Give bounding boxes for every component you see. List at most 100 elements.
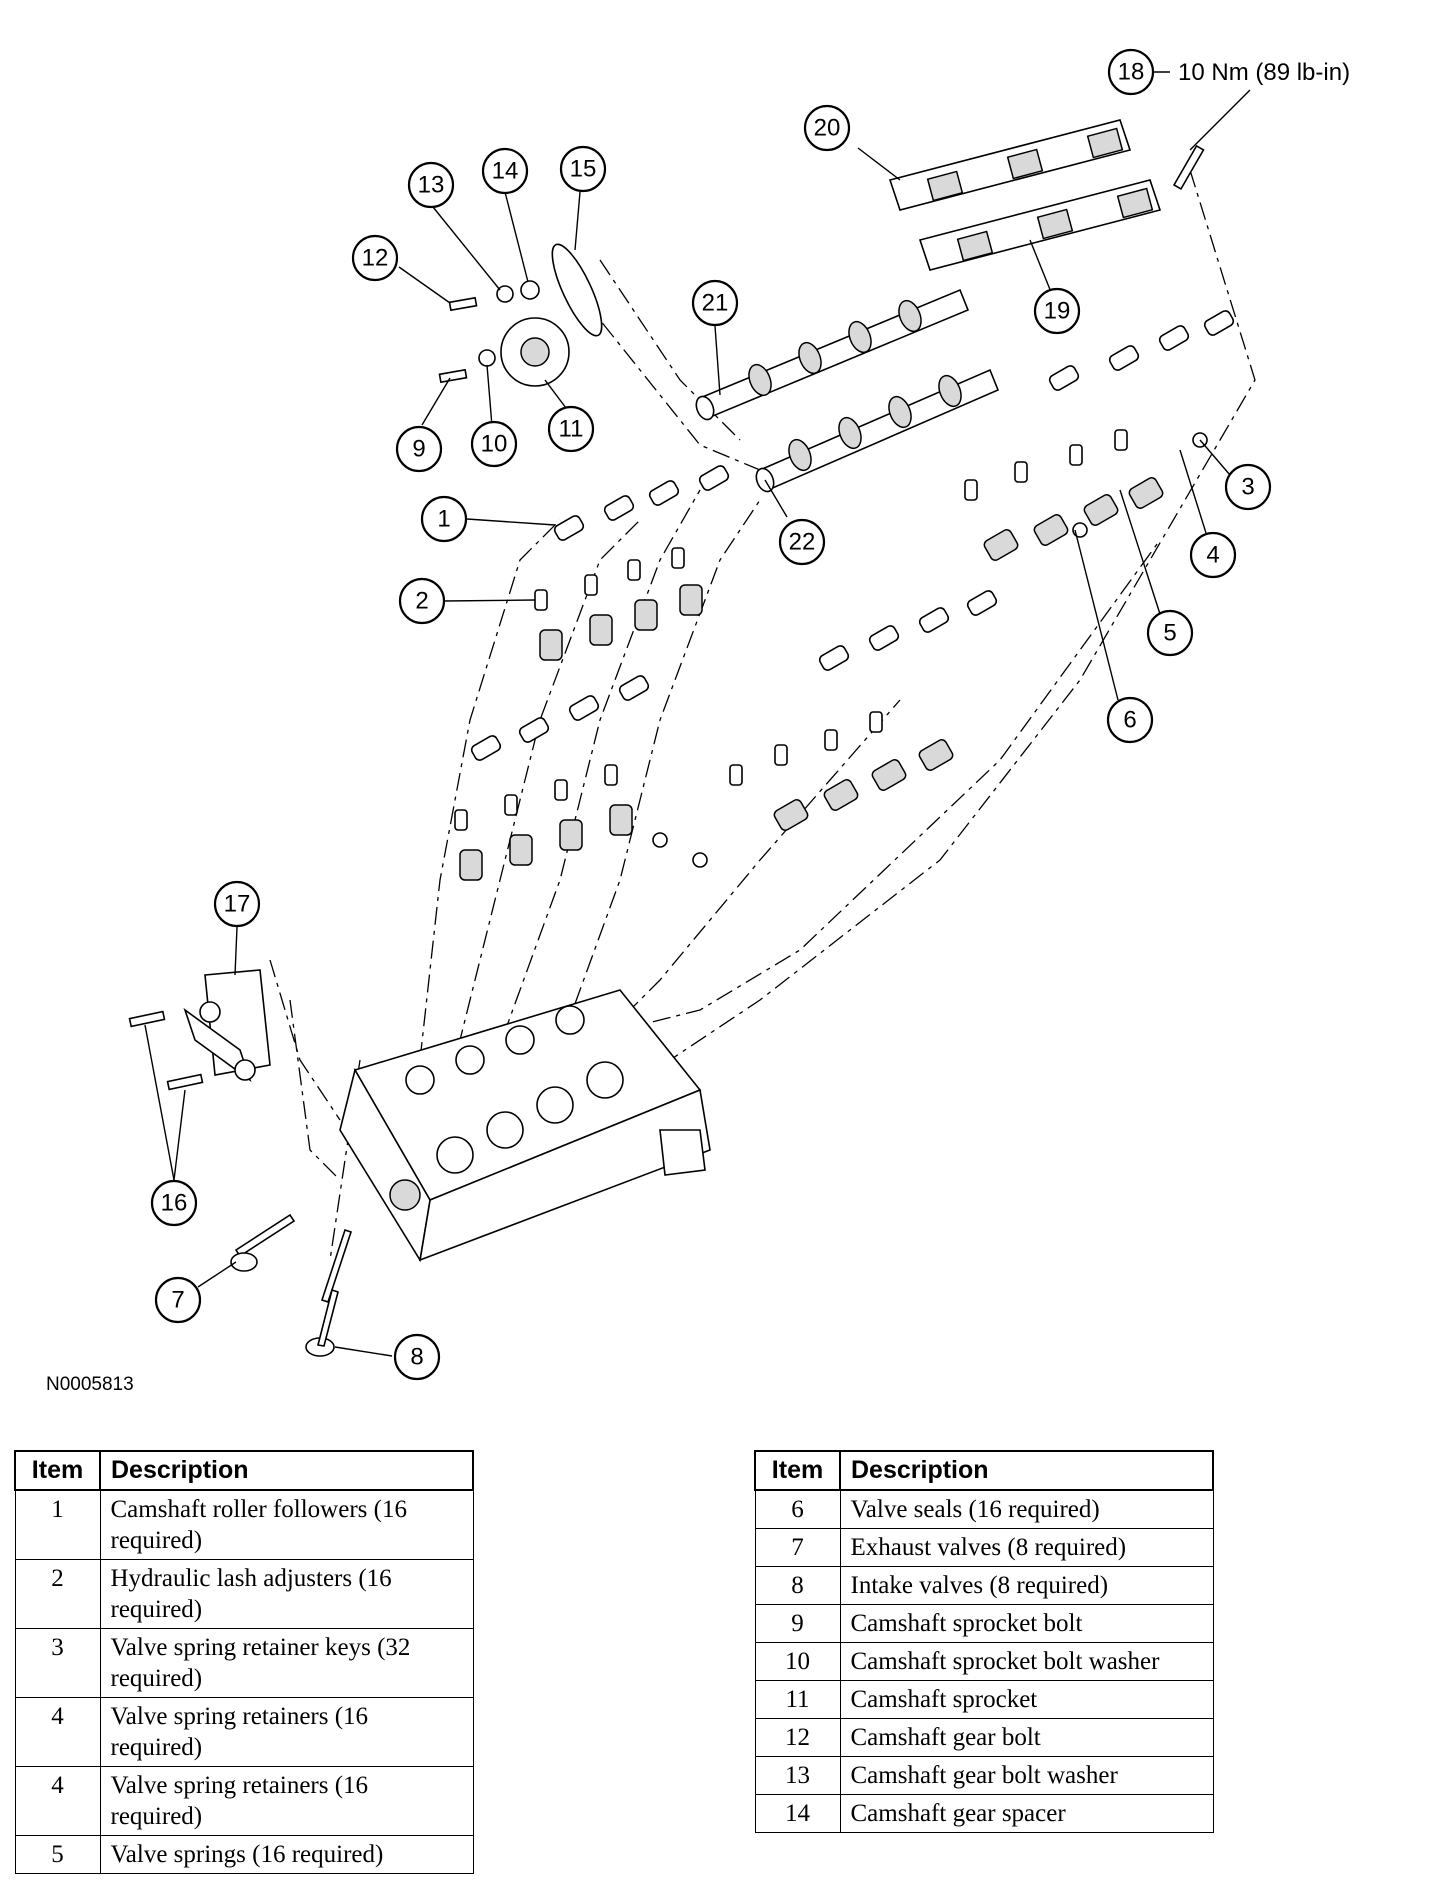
svg-text:9: 9	[412, 436, 425, 463]
svg-text:15: 15	[570, 156, 597, 183]
item-description: Camshaft sprocket bolt	[839, 1604, 1214, 1643]
item-description: Camshaft roller followers (16 required)	[99, 1489, 474, 1560]
callout-13: 13	[407, 161, 455, 209]
item-description: Valve spring retainer keys (32 required)	[99, 1628, 474, 1698]
callout-9: 9	[395, 425, 443, 473]
svg-text:12: 12	[362, 245, 389, 272]
callout-19: 19	[1033, 287, 1081, 335]
callout-4: 4	[1189, 531, 1237, 579]
callout-12: 12	[351, 234, 399, 282]
svg-text:5: 5	[1163, 620, 1176, 647]
item-description: Valve seals (16 required)	[839, 1489, 1214, 1529]
callouts: 1 2 3 4 5 6 7 8 9 10 11 12 13 14 15 16 1…	[150, 48, 1272, 1381]
item-description: Valve spring retainers (16 required)	[99, 1766, 474, 1836]
column-header-item: Item	[754, 1450, 841, 1491]
svg-text:3: 3	[1241, 474, 1254, 501]
item-number: 11	[754, 1680, 841, 1719]
callout-14: 14	[481, 147, 529, 195]
callout-8: 8	[393, 1333, 441, 1381]
callout-11: 11	[547, 405, 595, 453]
callout-18: 18	[1107, 48, 1155, 96]
torque-spec-label: 10 Nm (89 lb-in)	[1178, 59, 1350, 86]
leader-lines	[144, 71, 1251, 1357]
callout-17: 17	[213, 880, 261, 928]
guide-bolts	[128, 1010, 204, 1091]
item-description: Camshaft gear bolt	[839, 1718, 1214, 1757]
svg-text:11: 11	[559, 416, 584, 443]
item-description: Hydraulic lash adjusters (16 required)	[99, 1559, 474, 1629]
svg-text:6: 6	[1123, 707, 1136, 734]
item-number: 9	[754, 1604, 841, 1643]
table-header-row: Item Description	[754, 1450, 1214, 1491]
item-description: Camshaft gear spacer	[839, 1794, 1214, 1833]
item-number: 10	[754, 1642, 841, 1681]
item-number: 12	[754, 1718, 841, 1757]
item-number: 2	[14, 1559, 101, 1629]
timing-chain-guide	[183, 969, 271, 1083]
item-description: Exhaust valves (8 required)	[839, 1528, 1214, 1567]
svg-text:1: 1	[437, 506, 450, 533]
callout-3: 3	[1224, 463, 1272, 511]
camshaft-caps	[888, 119, 1205, 271]
callout-2: 2	[398, 577, 446, 625]
svg-text:19: 19	[1044, 298, 1071, 325]
column-header-item: Item	[14, 1450, 101, 1491]
cylinder-head	[339, 989, 711, 1263]
item-description: Camshaft gear bolt washer	[839, 1756, 1214, 1795]
svg-text:20: 20	[814, 115, 841, 142]
item-description: Valve springs (16 required)	[99, 1835, 474, 1874]
callout-22: 22	[778, 518, 826, 566]
item-number: 14	[754, 1794, 841, 1833]
item-number: 8	[754, 1566, 841, 1605]
item-number: 4	[14, 1766, 101, 1836]
svg-text:4: 4	[1206, 542, 1219, 569]
callout-5: 5	[1146, 609, 1194, 657]
column-header-description: Description	[99, 1450, 474, 1491]
valves	[230, 1213, 353, 1357]
item-number: 7	[754, 1528, 841, 1567]
svg-text:14: 14	[492, 158, 519, 185]
callout-1: 1	[420, 495, 468, 543]
svg-text:2: 2	[415, 588, 428, 615]
svg-text:13: 13	[418, 172, 445, 199]
figure-id: N0005813	[46, 1374, 134, 1395]
svg-text:21: 21	[702, 290, 729, 317]
table-header-row: Item Description	[14, 1450, 474, 1491]
item-number: 5	[14, 1835, 101, 1874]
item-description: Camshaft sprocket	[839, 1680, 1214, 1719]
svg-text:7: 7	[171, 1287, 184, 1314]
item-number: 13	[754, 1756, 841, 1795]
item-number: 3	[14, 1628, 101, 1698]
svg-text:16: 16	[161, 1190, 188, 1217]
item-number: 1	[14, 1489, 101, 1560]
item-description: Intake valves (8 required)	[839, 1566, 1214, 1605]
svg-text:8: 8	[410, 1344, 423, 1371]
exploded-view-diagram: 1 2 3 4 5 6 7 8 9 10 11 12 13 14 15 16 1…	[128, 48, 1350, 1381]
callout-21: 21	[691, 279, 739, 327]
callout-6: 6	[1106, 696, 1154, 744]
camshafts	[695, 288, 1000, 493]
svg-text:22: 22	[789, 529, 816, 556]
column-header-description: Description	[839, 1450, 1214, 1491]
callout-15: 15	[559, 145, 607, 193]
valvetrain-components	[454, 310, 1235, 881]
svg-text:10: 10	[481, 431, 508, 458]
callout-10: 10	[470, 420, 518, 468]
item-description: Camshaft sprocket bolt washer	[839, 1642, 1214, 1681]
callout-20: 20	[803, 104, 851, 152]
